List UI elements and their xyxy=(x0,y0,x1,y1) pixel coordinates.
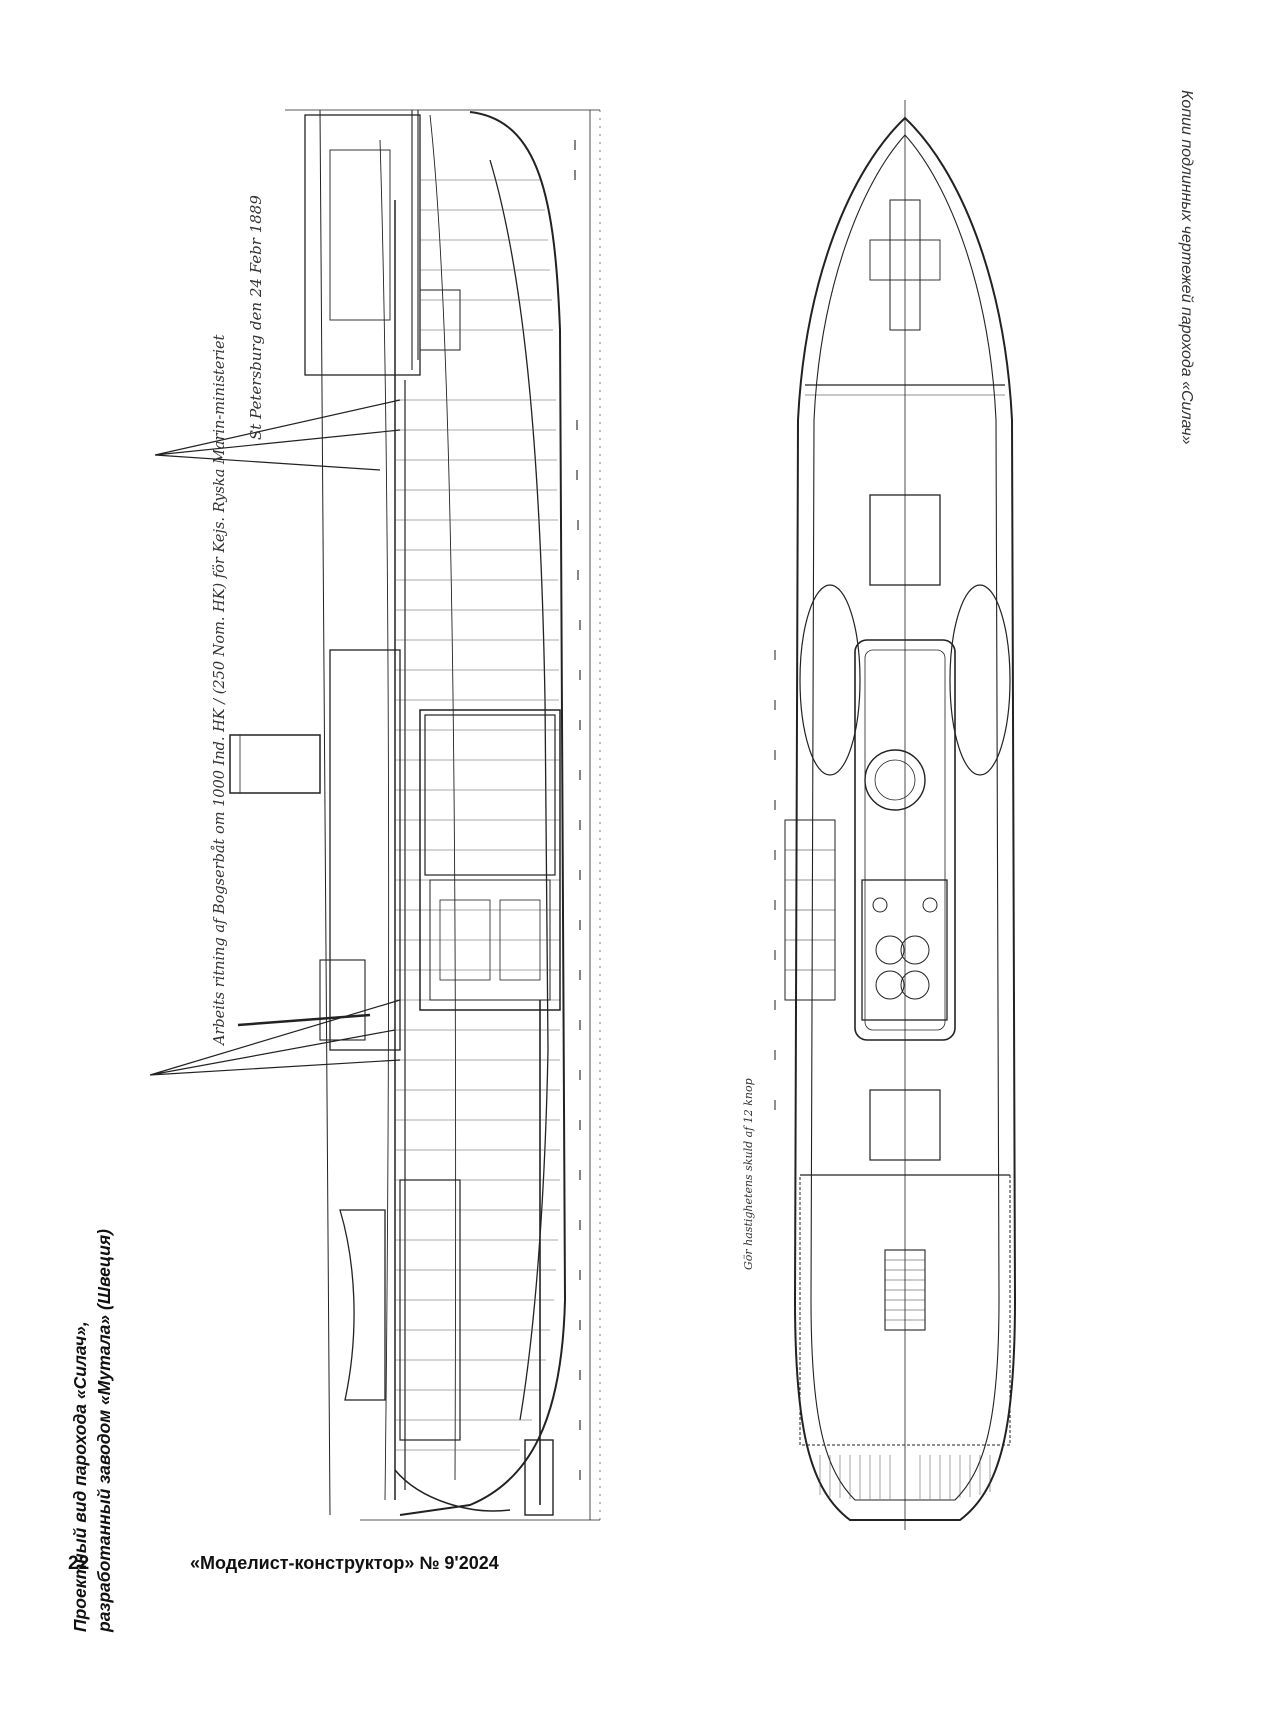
profile-drawing xyxy=(149,109,601,1521)
plan-handwritten-note: Gör hastighetens skuld af 12 knop xyxy=(742,1078,755,1270)
profile-handwritten-note: Arbeits ritning af Bogserbåt om 1000 Ind… xyxy=(212,334,228,1045)
caption-line-2: разработанный заводом «Мутала» (Швеция) xyxy=(94,1229,114,1632)
caption-original-drawings: Копии подлинных чертежей парохода «Силач… xyxy=(1178,90,1195,445)
profile-handwritten-date: St Petersburg den 24 Febr 1889 xyxy=(247,195,265,440)
magazine-issue: «Моделист-конструктор» № 9'2024 xyxy=(190,1553,499,1573)
page-number: 22 xyxy=(68,1553,90,1574)
plan-drawing xyxy=(774,100,1017,1530)
